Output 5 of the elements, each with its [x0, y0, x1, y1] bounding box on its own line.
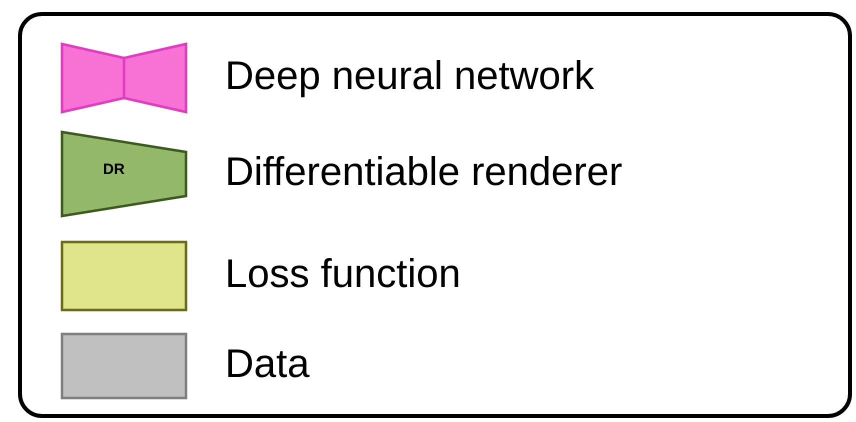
legend-label: Differentiable renderer	[225, 152, 622, 192]
shape-label: DR	[103, 162, 125, 177]
legend-label: Deep neural network	[225, 56, 594, 96]
legend-label: Loss function	[225, 254, 461, 294]
legend-label: Data	[225, 344, 310, 384]
